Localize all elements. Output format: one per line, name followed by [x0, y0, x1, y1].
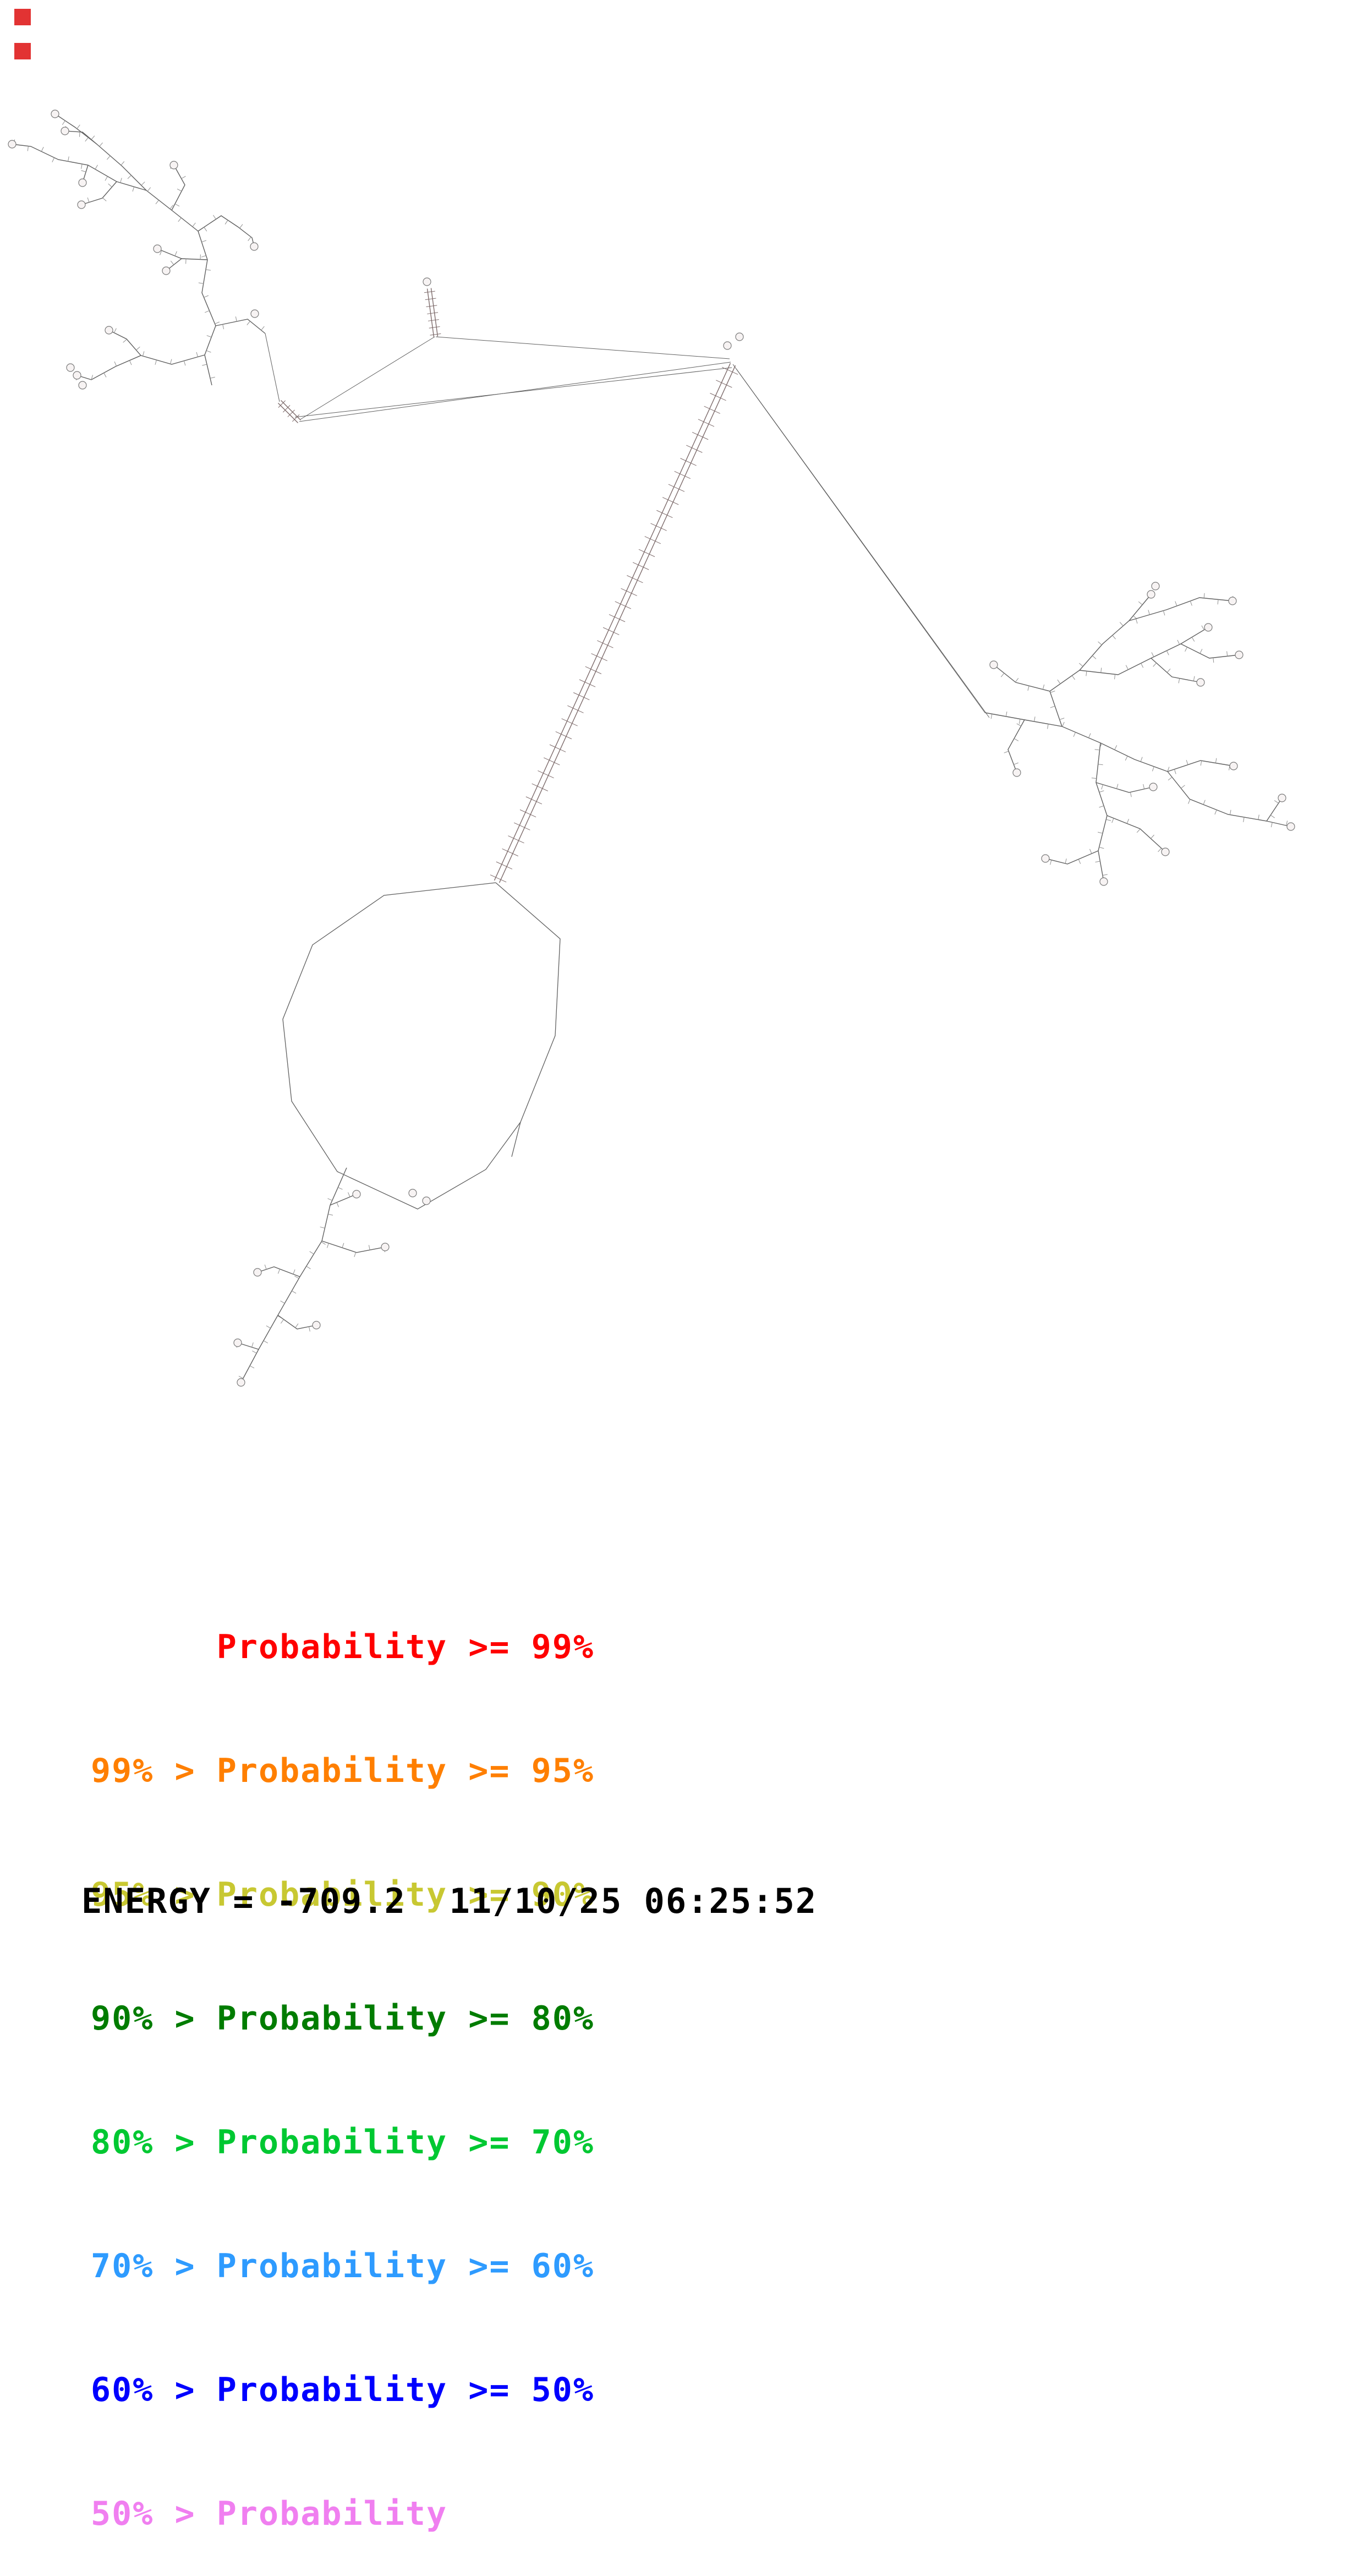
helix-ladders [278, 288, 738, 883]
top-left-cluster [8, 110, 265, 385]
probability-legend: Probability >= 99% 99% > Probability >= … [91, 1544, 594, 2576]
legend-line-80: 90% > Probability >= 80% [91, 1998, 594, 2039]
energy-text: ENERGY = -709.2 11/10/25 06:25:52 [81, 1881, 817, 1921]
legend-line-70: 80% > Probability >= 70% [91, 2122, 594, 2163]
bottom-left-cluster [234, 1168, 389, 1386]
connector-lines [265, 333, 989, 718]
legend-line-60: 70% > Probability >= 60% [91, 2246, 594, 2287]
hairpin-loop [283, 883, 560, 1209]
nucleotide-circles [67, 278, 1159, 1205]
right-cluster [985, 590, 1295, 885]
corner-marks [14, 9, 31, 59]
legend-line-below-50: 50% > Probability [91, 2493, 594, 2535]
legend-line-99: Probability >= 99% [91, 1627, 594, 1668]
legend-line-50: 60% > Probability >= 50% [91, 2370, 594, 2411]
legend-line-95: 99% > Probability >= 95% [91, 1751, 594, 1792]
